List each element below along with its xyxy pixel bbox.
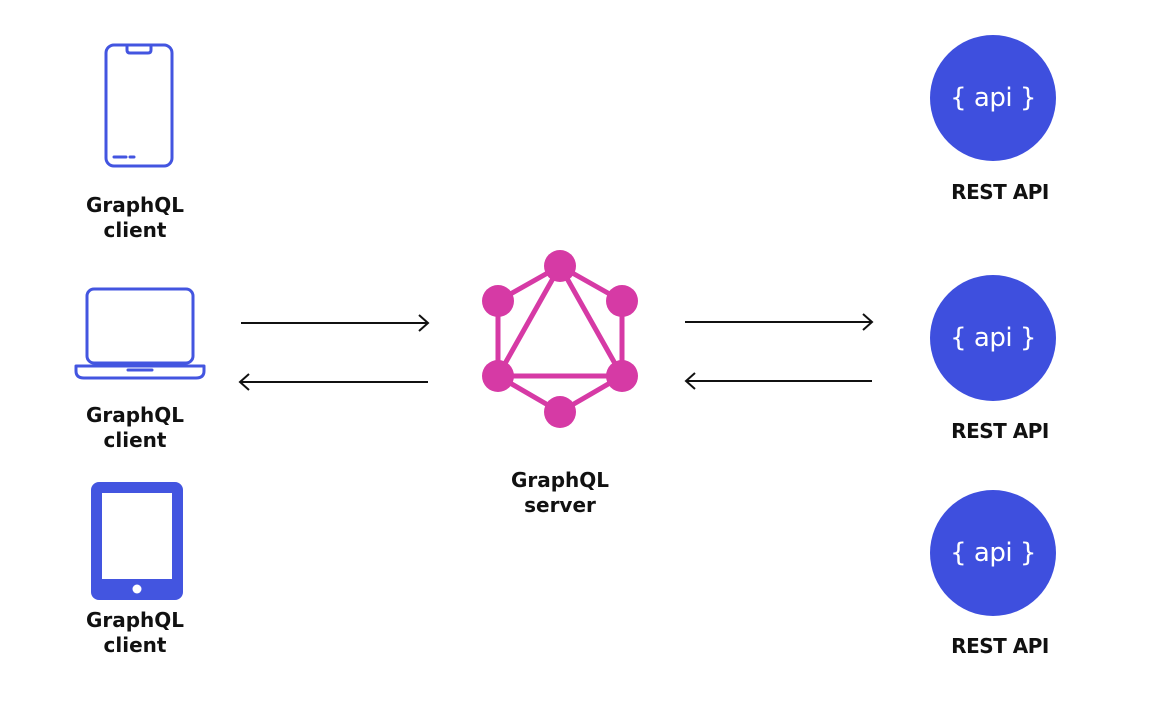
server-label-line1: GraphQL (510, 468, 610, 492)
client-label-line1: GraphQL (85, 193, 185, 217)
arrow-left-icon (684, 372, 872, 390)
arrow-right-icon (241, 314, 430, 332)
client-server-arrows (238, 314, 430, 391)
client-label-line2: client (103, 218, 167, 242)
client-label-line2: client (103, 633, 167, 657)
arrow-right-icon (685, 313, 874, 331)
rest-api-label-1: REST API (951, 180, 1049, 204)
client-label-line2: client (103, 428, 167, 452)
api-badge-3: { api } (930, 490, 1056, 616)
server-label-line2: server (524, 493, 596, 517)
api-badge-text: { api } (950, 83, 1036, 113)
server-api-arrows (684, 313, 874, 390)
client-label-laptop: GraphQL client (40, 403, 230, 453)
arrow-left-icon (238, 373, 428, 391)
tablet-icon (91, 482, 183, 600)
client-label-phone: GraphQL client (40, 193, 230, 243)
graphql-logo-icon (482, 250, 638, 428)
client-label-tablet: GraphQL client (40, 608, 230, 658)
server-label: GraphQL server (460, 468, 660, 518)
client-label-line1: GraphQL (85, 608, 185, 632)
laptop-icon (74, 287, 206, 380)
api-badge-text: { api } (950, 538, 1036, 568)
rest-api-label-3: REST API (951, 634, 1049, 658)
api-badge-2: { api } (930, 275, 1056, 401)
api-badge-1: { api } (930, 35, 1056, 161)
phone-icon (104, 43, 174, 168)
rest-api-label-2: REST API (951, 419, 1049, 443)
client-label-line1: GraphQL (85, 403, 185, 427)
api-badge-text: { api } (950, 323, 1036, 353)
